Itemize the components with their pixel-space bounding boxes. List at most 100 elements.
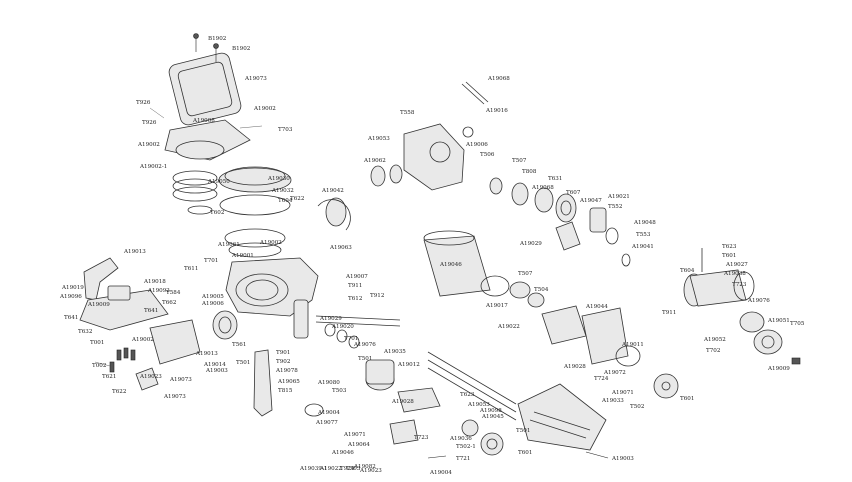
part-callout-label: A19005 <box>201 294 224 300</box>
part-callout-label: T584 <box>166 290 181 296</box>
part-callout-label: T507 <box>518 271 533 277</box>
part-callout-label: A19004 <box>429 470 452 476</box>
part-callout-label: T926 <box>136 100 151 106</box>
part-callout-label: A19076 <box>353 342 376 348</box>
part-callout-label: T662 <box>162 300 177 306</box>
part-callout-label: A19018 <box>143 279 166 285</box>
part-callout-label: T501 <box>516 428 530 434</box>
part-callout-label: A19019 <box>61 285 84 291</box>
part-callout-label: T504 <box>534 287 549 293</box>
part-callout-label: A19046 <box>331 450 354 456</box>
part-callout-label: T623 <box>460 392 475 398</box>
motor-cylinder <box>423 230 679 399</box>
part-callout-label: T703 <box>278 127 293 133</box>
part-callout-label: T632 <box>78 329 93 335</box>
part-callout-label: A19028 <box>563 364 586 370</box>
part-callout-label: T611 <box>184 266 198 272</box>
part-callout-label: T623 <box>722 244 737 250</box>
motor-housing-assembly <box>212 166 324 417</box>
part-callout-label: A19065 <box>277 379 300 385</box>
part-callout-label: A19033 <box>601 398 624 404</box>
part-callout-label: T702 <box>706 348 721 354</box>
part-callout-label: A19003 <box>205 368 228 374</box>
part-callout-label: T558 <box>400 110 415 116</box>
part-callout-label: A19004 <box>317 410 340 416</box>
part-callout-label: A19012 <box>397 362 420 368</box>
part-callout-label: A19002-1 <box>139 164 167 170</box>
part-callout-label: T808 <box>522 169 537 175</box>
part-callout-label: A19002 <box>253 106 276 112</box>
part-callout-label: T701 <box>344 336 358 342</box>
part-callout-label: A19082 <box>353 464 376 470</box>
part-callout-label: A19002 <box>137 142 160 148</box>
part-callout-label: T815 <box>278 388 293 394</box>
part-callout-label: A19064 <box>347 442 370 448</box>
part-callout-label: A19014 <box>203 362 226 368</box>
part-callout-label: T641 <box>64 315 78 321</box>
part-callout-label: A19046 <box>439 262 462 268</box>
part-callout-label: A19020 <box>331 324 354 330</box>
part-callout-label: T553 <box>636 232 651 238</box>
part-callout-label: A19030 <box>267 176 290 182</box>
part-callout-label: A19048 <box>633 220 656 226</box>
part-callout-label: T612 <box>348 296 363 302</box>
part-callout-label: T502-1 <box>456 444 476 450</box>
grip-assembly <box>517 383 609 459</box>
part-callout-label: A19006 <box>201 301 224 307</box>
part-callout-label: A19068 <box>531 185 554 191</box>
part-callout-label: A19035 <box>383 349 406 355</box>
part-callout-label: A19063 <box>329 245 352 251</box>
part-callout-label: T604 <box>278 198 293 204</box>
part-callout-label: A19029 <box>319 316 342 322</box>
part-callout-label: A19023 <box>139 374 162 380</box>
part-callout-label: A19098 <box>479 408 502 414</box>
part-callout-label: B1902 <box>232 46 251 52</box>
part-callout-label: T924 <box>340 466 355 472</box>
part-callout-label: A19045 <box>481 414 504 420</box>
part-callout-label: T911 <box>348 283 362 289</box>
part-callout-label: T501 <box>358 356 372 362</box>
part-callout-label: T701 <box>204 258 218 264</box>
part-callout-label: A19092 <box>147 288 170 294</box>
part-callout-label: A19078 <box>275 368 298 374</box>
part-callout-label: A19032 <box>271 188 294 194</box>
part-callout-label: A19050 <box>207 179 230 185</box>
part-callout-label: A19013 <box>123 249 146 255</box>
part-callout-label: A19028 <box>391 399 414 405</box>
part-callout-label: T622 <box>112 389 127 395</box>
valve-body-assembly <box>317 81 489 231</box>
part-callout-label: A19008 <box>192 118 215 124</box>
part-callout-label: A19096 <box>59 294 82 300</box>
part-callout-label: A19073 <box>169 377 192 383</box>
part-callout-label: T641 <box>144 308 158 314</box>
part-callout-label: A19052 <box>703 337 726 343</box>
part-callout-label: A19051 <box>767 318 790 324</box>
part-callout-label: T911 <box>662 310 676 316</box>
part-callout-label: T501 <box>236 360 250 366</box>
part-callout-label: T601 <box>722 253 736 259</box>
part-callout-label: T607 <box>566 190 581 196</box>
part-callout-label: T621 <box>102 374 116 380</box>
part-callout-label: T926 <box>142 120 157 126</box>
part-callout-label: T552 <box>608 204 623 210</box>
part-callout-label: A19016 <box>485 108 508 114</box>
part-callout-label: A19036 <box>449 436 472 442</box>
part-callout-label: A19076 <box>747 298 770 304</box>
spindle-stack <box>489 177 631 267</box>
handle-cover-assembly <box>149 33 263 215</box>
part-callout-label: A19022 <box>319 466 342 472</box>
part-callout-label: A19029 <box>519 241 542 247</box>
right-attachment-assembly <box>683 248 801 365</box>
part-callout-label: T601 <box>518 450 532 456</box>
part-callout-label: T507 <box>512 158 527 164</box>
part-callout-label: A19072 <box>603 370 626 376</box>
part-callout-label: T604 <box>680 268 695 274</box>
part-callout-label: A19062 <box>363 158 386 164</box>
part-callout-label: T724 <box>594 376 609 382</box>
lower-middle-parts <box>324 323 504 459</box>
part-callout-label: T001 <box>90 340 104 346</box>
part-callout-label: T503 <box>346 466 361 472</box>
part-callout-label: A19027 <box>725 262 748 268</box>
part-callout-label: A19002 <box>259 240 282 246</box>
part-callout-label: T721 <box>456 456 470 462</box>
